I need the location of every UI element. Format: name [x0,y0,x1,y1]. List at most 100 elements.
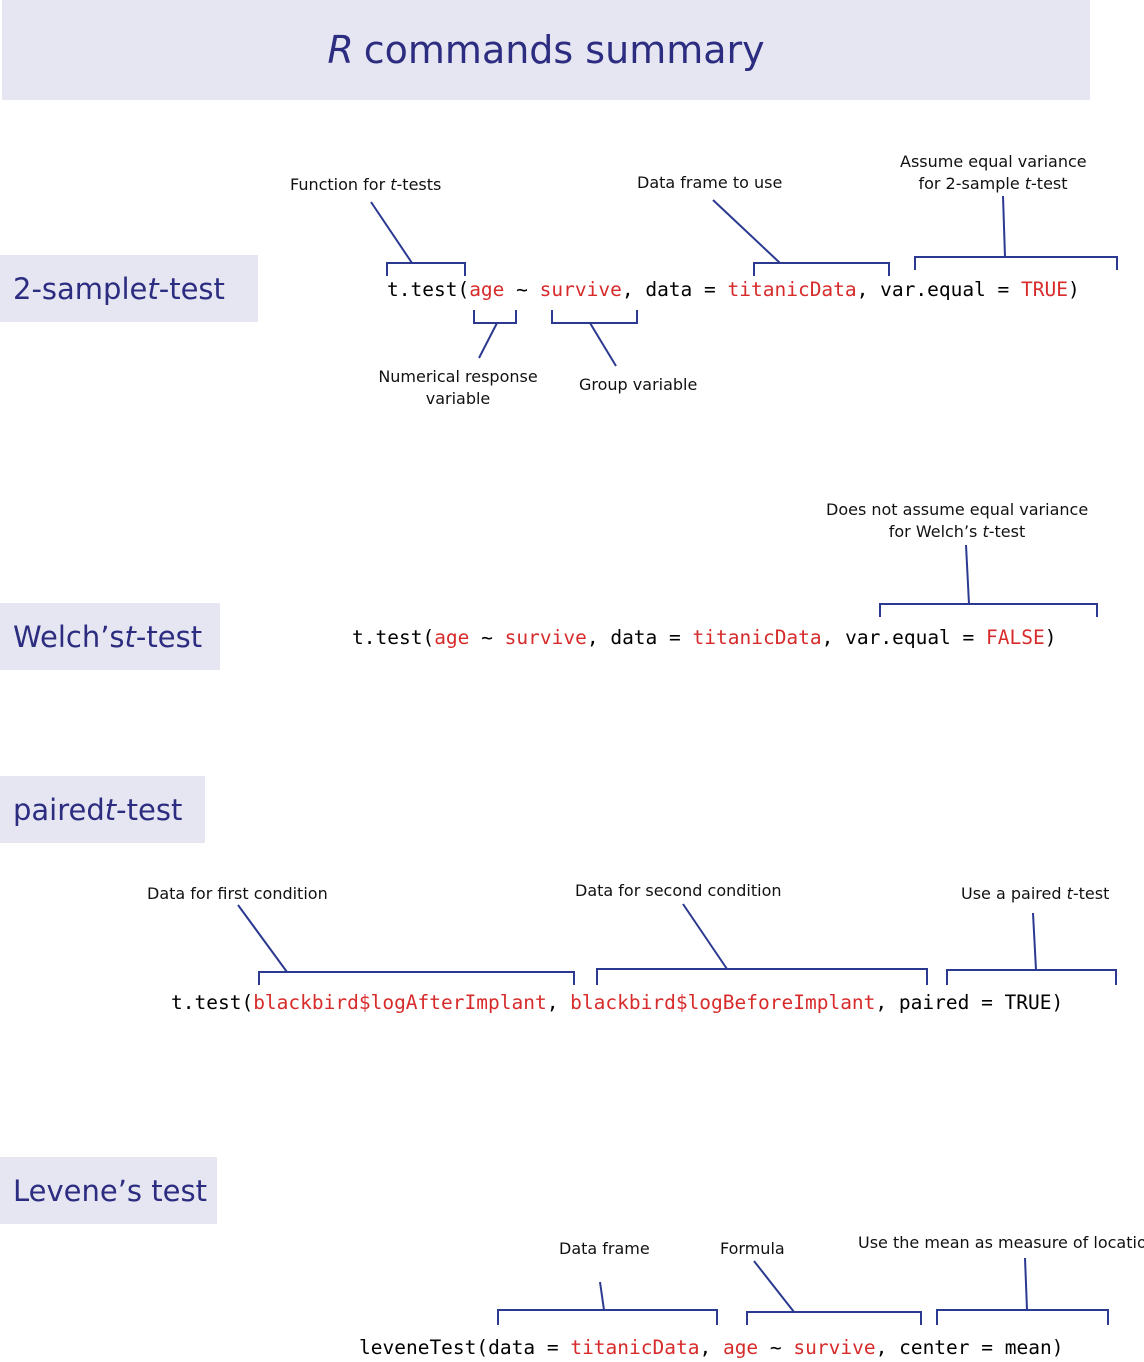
bracket-first-condition [258,971,575,985]
label-text: Levene’s test [13,1173,207,1208]
label-text: paired [13,792,105,827]
code-levene-test: leveneTest(data = titanicData, age ~ sur… [359,1338,1063,1358]
ann-t: t [390,175,397,194]
ann-text: -test [988,522,1026,541]
ann-t: t [1024,174,1032,193]
code-data-arg: titanicData [692,626,822,649]
code-sep: , [699,1336,723,1359]
code-close: ) [1044,626,1057,649]
leader-data-frame-levene [599,1281,605,1311]
section-label-welch-t-test: Welch’s t-test [0,603,220,670]
leader-group [589,322,617,367]
bracket-data-frame-levene [497,1309,718,1325]
annotation-function-for-t-tests: Function for t-tests [290,174,441,196]
ann-line: Numerical response [378,367,538,386]
ann-t: t [982,522,989,541]
code-var-equal-kw: , var.equal = [856,278,1022,301]
annotation-mean-measure-of-location: Use the mean as measure of location [858,1233,1144,1252]
bracket-formula [746,1311,922,1325]
label-t: t [124,619,136,654]
code-var-equal-arg: TRUE [1021,278,1068,301]
label-suffix: -test [158,271,225,306]
code-paired-kw: , paired = TRUE) [875,991,1064,1014]
code-fn: leveneTest(data = [359,1336,571,1359]
section-label-levene-test: Levene’s test [0,1157,217,1224]
bracket-second-condition [596,968,928,985]
page-header: R commands summary [2,0,1090,100]
code-data-kw: , data = [621,278,728,301]
ann-line: Does not assume equal variance [826,500,1089,519]
ann-text: -test [1072,884,1110,903]
code-close: ) [1068,278,1080,301]
bracket-paired [946,969,1117,985]
ann-text: Function for [290,175,391,194]
annotation-unequal-variance: Does not assume equal variance for Welch’… [826,499,1088,543]
leader-function [370,201,413,264]
code-tilde: ~ [504,278,540,301]
leader-equal-variance [1002,195,1006,258]
leader-paired [1032,912,1037,971]
label-text: Welch’s [13,619,125,654]
code-paired-t-test: t.test(blackbird$logAfterImplant, blackb… [171,993,1063,1013]
ann-t: t [1066,884,1073,903]
ann-text: Use a paired [961,884,1067,903]
code-tilde: ~ [758,1336,794,1359]
bracket-function [386,262,466,276]
ann-line: Assume equal variance [900,152,1087,171]
code-response-arg: age [722,1336,759,1359]
section-label-paired-t-test: paired t-test [0,776,205,843]
annotation-data-second-condition: Data for second condition [575,881,782,900]
leader-unequal-variance [965,544,970,605]
code-response-arg: age [434,626,470,649]
leader-first-condition [237,904,288,973]
code-second-condition-arg: blackbird$logBeforeImplant [570,991,876,1014]
code-group-arg: survive [539,278,622,301]
leader-center [1024,1257,1028,1311]
bracket-center [936,1309,1109,1325]
annotation-assume-equal-variance: Assume equal variance for 2-sample t-test [900,151,1087,195]
label-t: t [104,792,117,827]
code-fn: t.test( [352,626,435,649]
leader-data-frame [712,199,781,264]
ann-line: variable [425,389,491,408]
ann-text: for Welch’s [888,522,983,541]
annotation-data-first-condition: Data for first condition [147,884,328,903]
leader-formula [753,1260,795,1313]
annotation-group-variable: Group variable [579,375,698,394]
code-center-kw: , center = mean) [875,1336,1064,1359]
code-var-equal-kw: , var.equal = [821,626,987,649]
ann-text: -tests [396,175,442,194]
ann-text: -test [1031,174,1068,193]
leader-second-condition [682,903,728,970]
code-tilde: ~ [469,626,505,649]
leader-response [478,322,498,359]
code-group-arg: survive [504,626,587,649]
label-text: 2-sample [13,271,148,306]
r-letter: R [327,28,354,72]
code-var-equal-arg: FALSE [986,626,1045,649]
bracket-response [473,310,517,324]
code-data-arg: titanicData [570,1336,700,1359]
bracket-data-frame [753,262,890,276]
code-data-kw: , data = [586,626,693,649]
ann-line: for 2-sample t-test [900,173,1086,195]
bracket-unequal-variance [879,603,1098,617]
page-title: commands summary [363,28,765,72]
annotation-formula: Formula [720,1239,785,1258]
code-2-sample-t-test: t.test(age ~ survive, data = titanicData… [387,280,1080,300]
code-response-arg: age [469,278,505,301]
code-first-condition-arg: blackbird$logAfterImplant [253,991,547,1014]
bracket-group [551,310,638,324]
code-sep: , [546,991,571,1014]
annotation-numerical-response-variable: Numerical response variable [376,366,540,410]
ann-text: for 2-sample [918,174,1025,193]
label-t: t [147,271,159,306]
label-suffix: -test [135,619,203,654]
bracket-equal-variance [914,256,1118,270]
code-data-arg: titanicData [727,278,857,301]
section-label-2-sample-t-test: 2-sample t-test [0,255,258,322]
label-suffix: -test [116,792,183,827]
code-group-arg: survive [793,1336,876,1359]
annotation-data-frame: Data frame [559,1239,650,1258]
